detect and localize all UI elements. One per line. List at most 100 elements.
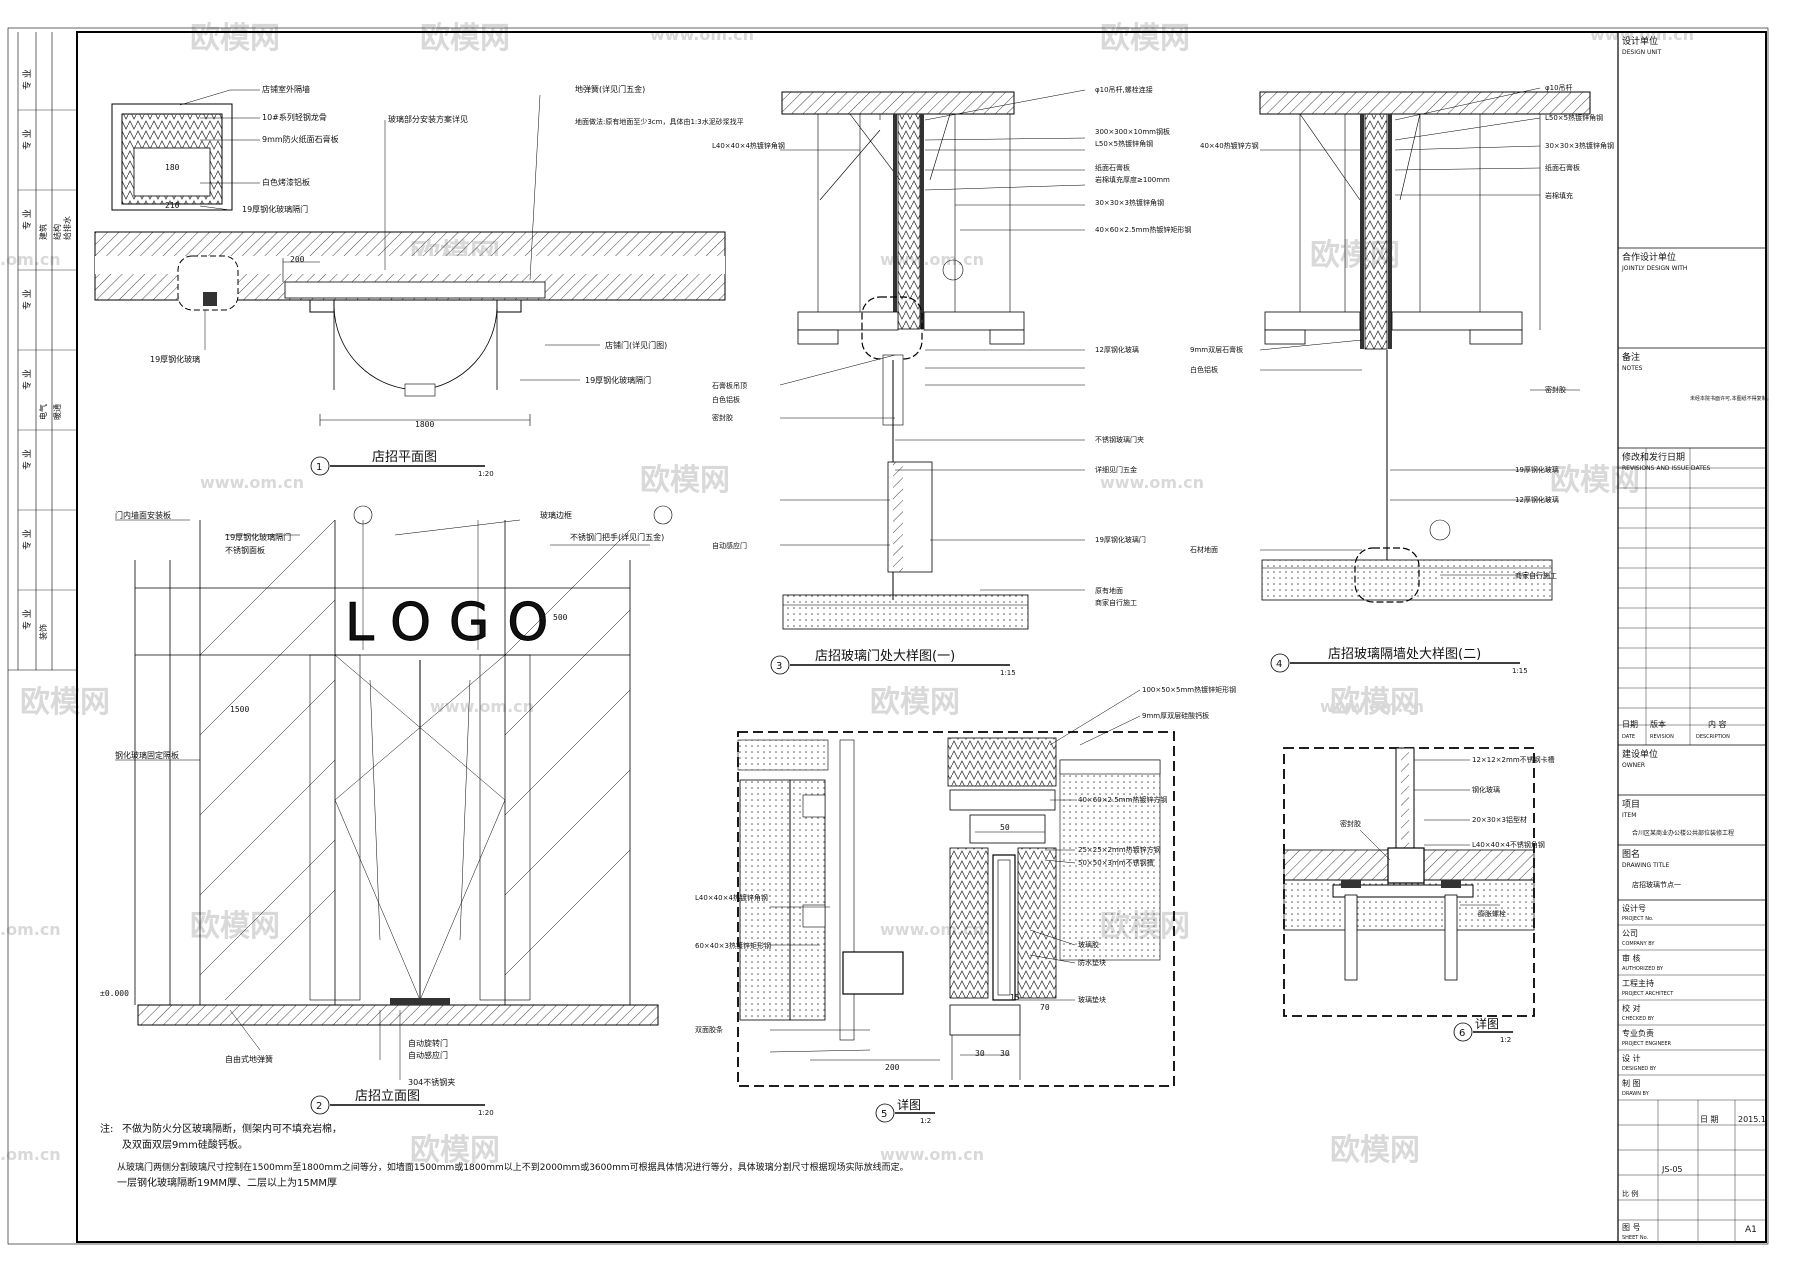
sec4-label: L50×5热镀锌角钢: [1545, 113, 1603, 122]
tb-drawing-no: JS-05: [1661, 1165, 1683, 1174]
sec4-label: 30×30×3热镀锌角钢: [1545, 141, 1614, 150]
elev-label: 钢化玻璃固定隔板: [115, 750, 179, 760]
sec3-label: L40×40×4热镀锌角钢: [712, 141, 785, 150]
view-title: 店招平面图: [372, 450, 437, 465]
sec3-label: 石膏板吊顶: [712, 381, 747, 390]
tb-rev-content: 内 容: [1708, 719, 1727, 729]
plan-dim: 200: [290, 255, 305, 264]
tb-notes: 备注: [1622, 351, 1640, 363]
tb-architect: 工程主持: [1622, 978, 1654, 988]
watermark-brand: 欧模网: [1330, 1133, 1420, 1168]
watermark-brand: 欧模网: [1550, 463, 1640, 498]
watermark-brand: 欧模网: [20, 685, 110, 720]
sec3-label: 19厚钢化玻璃门: [1095, 535, 1146, 544]
watermark-url: www.om.cn: [1590, 25, 1694, 44]
sec4-label: 白色铝板: [1190, 365, 1218, 374]
sec3-label: 30×30×3热镀锌角钢: [1095, 198, 1164, 207]
tb-engineer: 专业负责: [1622, 1028, 1654, 1038]
view-4-section: φ10吊杆 L50×5热镀锌角钢 30×30×3热镀锌角钢 纸面石膏板 岩棉填充…: [1190, 83, 1614, 675]
tb-architect-en: PROJECT ARCHITECT: [1622, 991, 1674, 997]
plan-label: 地弹簧(详见门五金): [575, 84, 645, 94]
sec3-label: 密封胶: [712, 413, 733, 422]
view-title: 店招玻璃门处大样图(一): [815, 649, 955, 664]
tb-company: 公司: [1622, 929, 1638, 938]
sec4-label: 商家自行施工: [1515, 571, 1557, 580]
det5-label: 50×50×3mm不锈钢槽: [1078, 858, 1154, 867]
strip-row-label: 专 业: [21, 129, 33, 150]
tb-engineer-en: PROJECT ENGINEER: [1622, 1041, 1672, 1047]
det5-label: L40×40×4热镀锌角钢: [695, 893, 768, 902]
sec3-label: 自动感应门: [712, 541, 747, 550]
watermark-url: www.om.cn: [650, 25, 754, 44]
elev-label: 19厚钢化玻璃隔门: [225, 532, 291, 542]
plan-leaders: [179, 89, 600, 381]
sec4-label: 40×40热镀锌方钢: [1200, 141, 1259, 150]
view-title: 详图: [1475, 1016, 1499, 1031]
sec4-label: 密封胶: [1545, 385, 1566, 394]
det5-label: 双面胶条: [695, 1025, 723, 1034]
sec4-label: 岩棉填充: [1545, 191, 1573, 200]
strip-row-label: 专 业: [21, 369, 33, 390]
tb-revisions: 修改和发行日期: [1622, 451, 1685, 463]
tb-owner-en: OWNER: [1622, 762, 1645, 769]
watermark-url: www.om.cn: [200, 473, 304, 492]
footnote-line: 不做为防火分区玻璃隔断，侧架内可不填充岩棉，: [122, 1122, 342, 1135]
footnote: 注: 不做为防火分区玻璃隔断，侧架内可不填充岩棉， 及双面双层9mm硅酸钙板。 …: [100, 1122, 909, 1189]
elev-dim: ±0.000: [100, 989, 129, 998]
strip-row-label: 专 业: [21, 449, 33, 470]
tb-joint-en: JOINTLY DESIGN WITH: [1621, 265, 1687, 272]
sec3-label: 岩棉填充厚度≥100mm: [1095, 175, 1170, 184]
tb-item-value: 合川区某商业办公楼公共部位装修工程: [1632, 829, 1734, 837]
det5-label: 100×50×5mm热镀锌矩形钢: [1142, 685, 1236, 694]
view-title: 店招玻璃隔墙处大样图(二): [1328, 647, 1481, 662]
strip-row-label: 专 业: [21, 209, 33, 230]
sec4-label: 石材地面: [1190, 545, 1218, 554]
watermark-url: www.om.cn: [1100, 473, 1204, 492]
footnote-line: 及双面双层9mm硅酸钙板。: [122, 1138, 248, 1151]
view-2-elevation: LOGO 门内墙面安装板 19厚钢化玻璃隔门 不锈钢面板 玻璃边框 不锈钢门把手…: [100, 505, 673, 1117]
watermark-url: .om.cn: [0, 920, 61, 939]
det6-label: 12×12×2mm不锈钢卡槽: [1472, 755, 1555, 764]
watermark-brand: 欧模网: [190, 909, 280, 944]
det5-label: 25×25×2mm热镀锌方钢: [1078, 845, 1161, 854]
elev-dim: 500: [553, 613, 568, 622]
sec3-label: φ10吊杆,螺栓连接: [1095, 85, 1153, 94]
tb-owner: 建设单位: [1622, 748, 1658, 760]
plan-label: 店铺门(详见门图): [605, 340, 667, 350]
watermark-url: .om.cn: [0, 1145, 61, 1164]
sec4-label: 9mm双层石膏板: [1190, 345, 1243, 354]
tb-design-unit: 设计单位: [1622, 35, 1658, 47]
sec3-label: 原有地面: [1095, 586, 1123, 595]
tb-rev-content-en: DESCRIPTION: [1696, 734, 1730, 740]
det5-label: 玻璃胶: [1078, 940, 1099, 949]
watermark-url: .om.cn: [0, 250, 61, 269]
footnote-line: 从玻璃门两侧分割玻璃尺寸控制在1500mm至1800mm之间等分，如墙面1500…: [117, 1161, 909, 1173]
view-number: 6: [1459, 1028, 1465, 1039]
watermark-brand: 欧模网: [410, 1133, 500, 1168]
view-5-detail: 100×50×5mm热镀锌矩形钢 9mm厚双层硅酸钙板 40×60×2.5mm热…: [695, 685, 1236, 1125]
plan-dim: 210: [165, 201, 180, 210]
tb-drawn-en: DRAWN BY: [1622, 1091, 1650, 1097]
plan-label: 19厚钢化玻璃隔门: [585, 375, 651, 385]
tb-checked: 校 对: [1622, 1003, 1641, 1013]
strip-row-label: 专 业: [21, 529, 33, 550]
view-number: 2: [316, 1101, 322, 1112]
elev-label: 304不锈钢夹: [408, 1077, 455, 1087]
view-scale: 1:20: [478, 1109, 494, 1117]
view-scale: 1:2: [920, 1117, 931, 1125]
tb-project-no-en: PROJECT No.: [1622, 916, 1654, 922]
tb-sheet-no-en: SHEET No.: [1622, 1235, 1649, 1241]
view-title: 详图: [897, 1097, 921, 1112]
plan-dim: 1800: [415, 420, 434, 429]
elev-label: 不锈钢门把手(详见门五金): [570, 532, 664, 542]
tb-rev-date: 日期: [1622, 720, 1638, 729]
tb-drawn: 制 图: [1622, 1078, 1641, 1088]
strip-note: 建筑: [38, 224, 48, 240]
sec3-label: 12厚钢化玻璃: [1095, 345, 1139, 354]
tb-drawing-title-value: 店招玻璃节点一: [1632, 880, 1681, 889]
view-scale: 1:20: [478, 470, 494, 478]
sheet-outer-border: [7, 27, 1769, 1245]
sec4-label: φ10吊杆: [1545, 83, 1573, 92]
sec4-label: 19厚钢化玻璃: [1515, 465, 1559, 474]
